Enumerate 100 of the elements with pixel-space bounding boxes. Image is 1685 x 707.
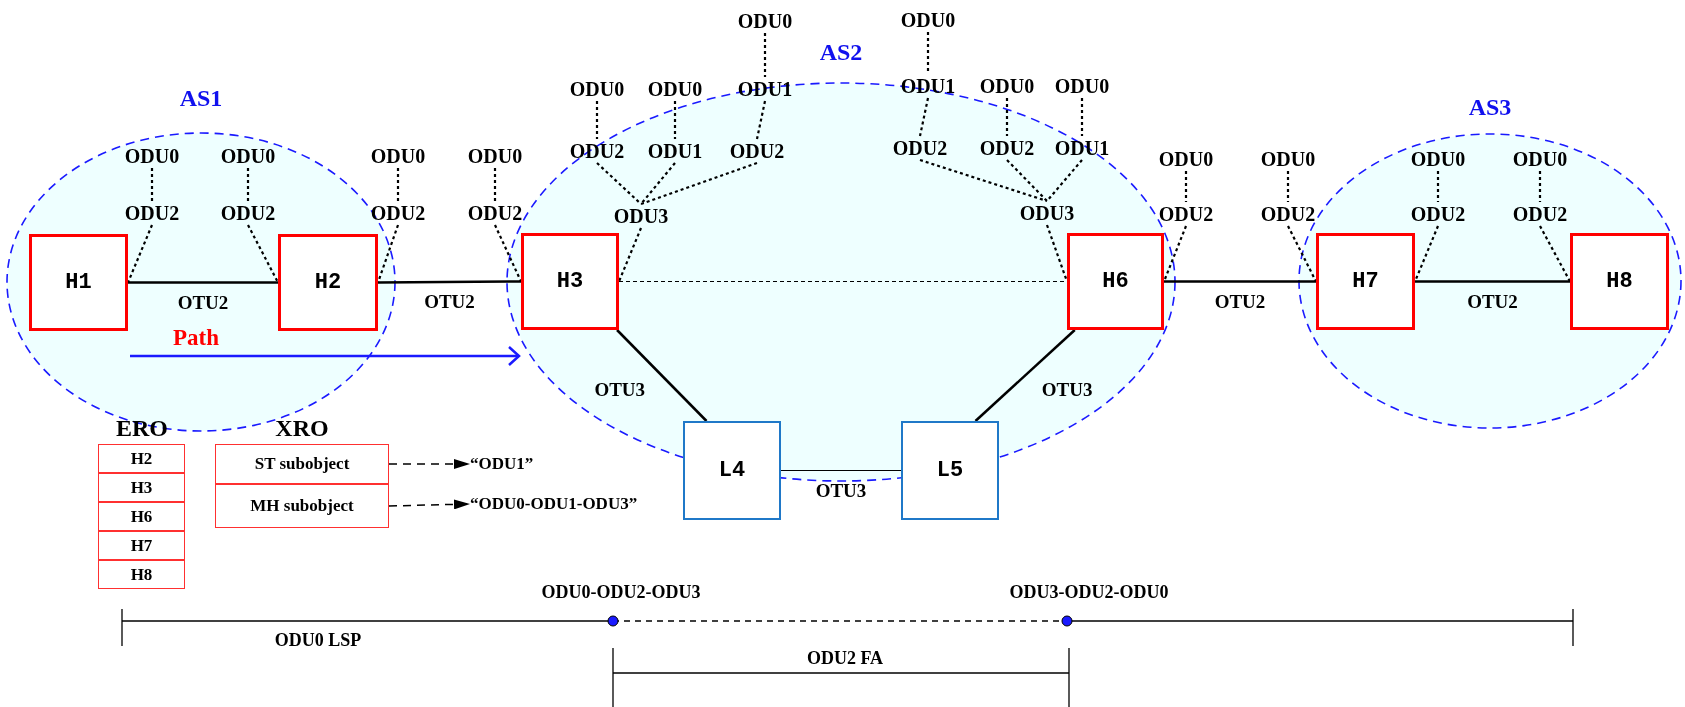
edge-label: OTU2 [1214, 290, 1266, 313]
edge-label: OTU2 [424, 291, 475, 313]
mapping-line [640, 161, 758, 206]
switch-box: L4 [683, 421, 781, 520]
node-box: H7 [1316, 233, 1415, 330]
layer-label: ODU0 [121, 144, 183, 168]
link-line [616, 329, 708, 422]
layer-label: ODU2 [367, 201, 429, 225]
link-line [974, 329, 1076, 422]
mapping-line [1080, 98, 1084, 136]
subobject-cell: ST subobject [215, 444, 389, 484]
table-heading: ERO [116, 414, 168, 442]
layer-label: ODU3 [1016, 201, 1078, 225]
layer-label: ODU1 [644, 139, 706, 163]
link-line [1415, 280, 1570, 283]
table-cell: H8 [98, 560, 185, 589]
layer-label: ODU2 [121, 201, 183, 225]
switch-box: L5 [901, 421, 999, 520]
note-label: ODU0-ODU2-ODU3 [541, 581, 701, 603]
edge-label: OTU3 [594, 378, 646, 401]
mapping-line [376, 224, 400, 283]
mapping-line [247, 224, 279, 283]
mapping-line [1539, 225, 1571, 283]
node-box: H3 [521, 233, 619, 330]
mapping-line [494, 224, 522, 282]
link-line [128, 281, 278, 284]
table-cell: H3 [98, 473, 185, 502]
note-label: ODU3-ODU2-ODU0 [1009, 581, 1169, 603]
layer-label: ODU0 [734, 9, 796, 33]
layer-label: ODU0 [217, 144, 279, 168]
mapping-line [673, 101, 677, 139]
mapping-line [1287, 225, 1317, 282]
layer-label: ODU0 [566, 77, 628, 101]
mapping-line [1538, 171, 1542, 202]
link-line [780, 469, 902, 472]
table-cell: H6 [98, 502, 185, 531]
layer-label: ODU1 [897, 74, 959, 98]
layer-label: ODU2 [1407, 202, 1469, 226]
subobject-cell: MH subobject [215, 484, 389, 528]
mapping-line [127, 224, 153, 283]
layer-label: ODU3 [610, 204, 672, 228]
layer-label: ODU0 [644, 77, 706, 101]
layer-label: ODU1 [734, 77, 796, 101]
layer-label: ODU0 [1407, 147, 1469, 171]
layer-label: ODU0 [897, 8, 959, 32]
layer-label: ODU2 [1257, 202, 1319, 226]
mapping-line [1286, 171, 1290, 202]
mapping-line [246, 168, 250, 201]
edge-label: OTU3 [1041, 378, 1093, 401]
layer-label: ODU2 [566, 139, 628, 163]
layer-label: ODU0 [367, 144, 429, 168]
layer-label: ODU0 [1257, 147, 1319, 171]
mapping-line [1045, 224, 1069, 282]
layer-label: ODU2 [889, 136, 951, 160]
mapping-line [919, 158, 1048, 203]
edge-label: OTU2 [1467, 290, 1518, 313]
note-label: ODU0 LSP [274, 629, 362, 651]
layer-label: ODU0 [976, 74, 1038, 98]
quoted-label: “ODU0-ODU1-ODU3” [470, 492, 660, 516]
mapping-line [150, 168, 154, 201]
domain-label: AS2 [819, 38, 863, 66]
domain-label: AS3 [1468, 93, 1512, 121]
table-heading: XRO [275, 414, 329, 442]
layer-label: ODU2 [726, 139, 788, 163]
node-box: H8 [1570, 233, 1669, 330]
note-label: ODU2 FA [806, 647, 884, 669]
mapping-line [618, 227, 642, 282]
layer-label: ODU2 [1155, 202, 1217, 226]
mapping-line [396, 168, 400, 201]
mapping-line [755, 100, 767, 140]
link-line [1164, 280, 1316, 283]
mapping-line [763, 33, 767, 77]
edge-label: OTU3 [815, 479, 867, 502]
layer-label: ODU0 [1509, 147, 1571, 171]
node-box: H6 [1067, 233, 1164, 330]
layer-label: ODU2 [1509, 202, 1571, 226]
table-cell: H7 [98, 531, 185, 560]
layer-label: ODU2 [976, 136, 1038, 160]
link-line [378, 280, 521, 284]
mapping-line [595, 101, 599, 139]
layer-label: ODU2 [464, 201, 526, 225]
table-cell: H2 [98, 444, 185, 473]
quoted-label: “ODU1” [470, 452, 560, 476]
dashed-arrow [388, 459, 471, 469]
mapping-line [596, 162, 642, 205]
node-box: H1 [29, 234, 128, 331]
mapping-line [1006, 159, 1048, 202]
mapping-line [926, 32, 930, 74]
mapping-line [1162, 225, 1188, 282]
layer-label: ODU1 [1051, 136, 1113, 160]
mapping-line [1046, 159, 1083, 202]
mapping-line [640, 162, 676, 205]
domain-label: AS1 [179, 84, 223, 112]
mapping-line [1436, 171, 1440, 202]
layer-label: ODU0 [1155, 147, 1217, 171]
edge-label: OTU2 [177, 291, 229, 314]
node-box: H2 [278, 234, 378, 331]
mapping-line [1005, 98, 1009, 136]
mapping-line [1414, 225, 1439, 282]
note-label: Path [173, 325, 219, 351]
